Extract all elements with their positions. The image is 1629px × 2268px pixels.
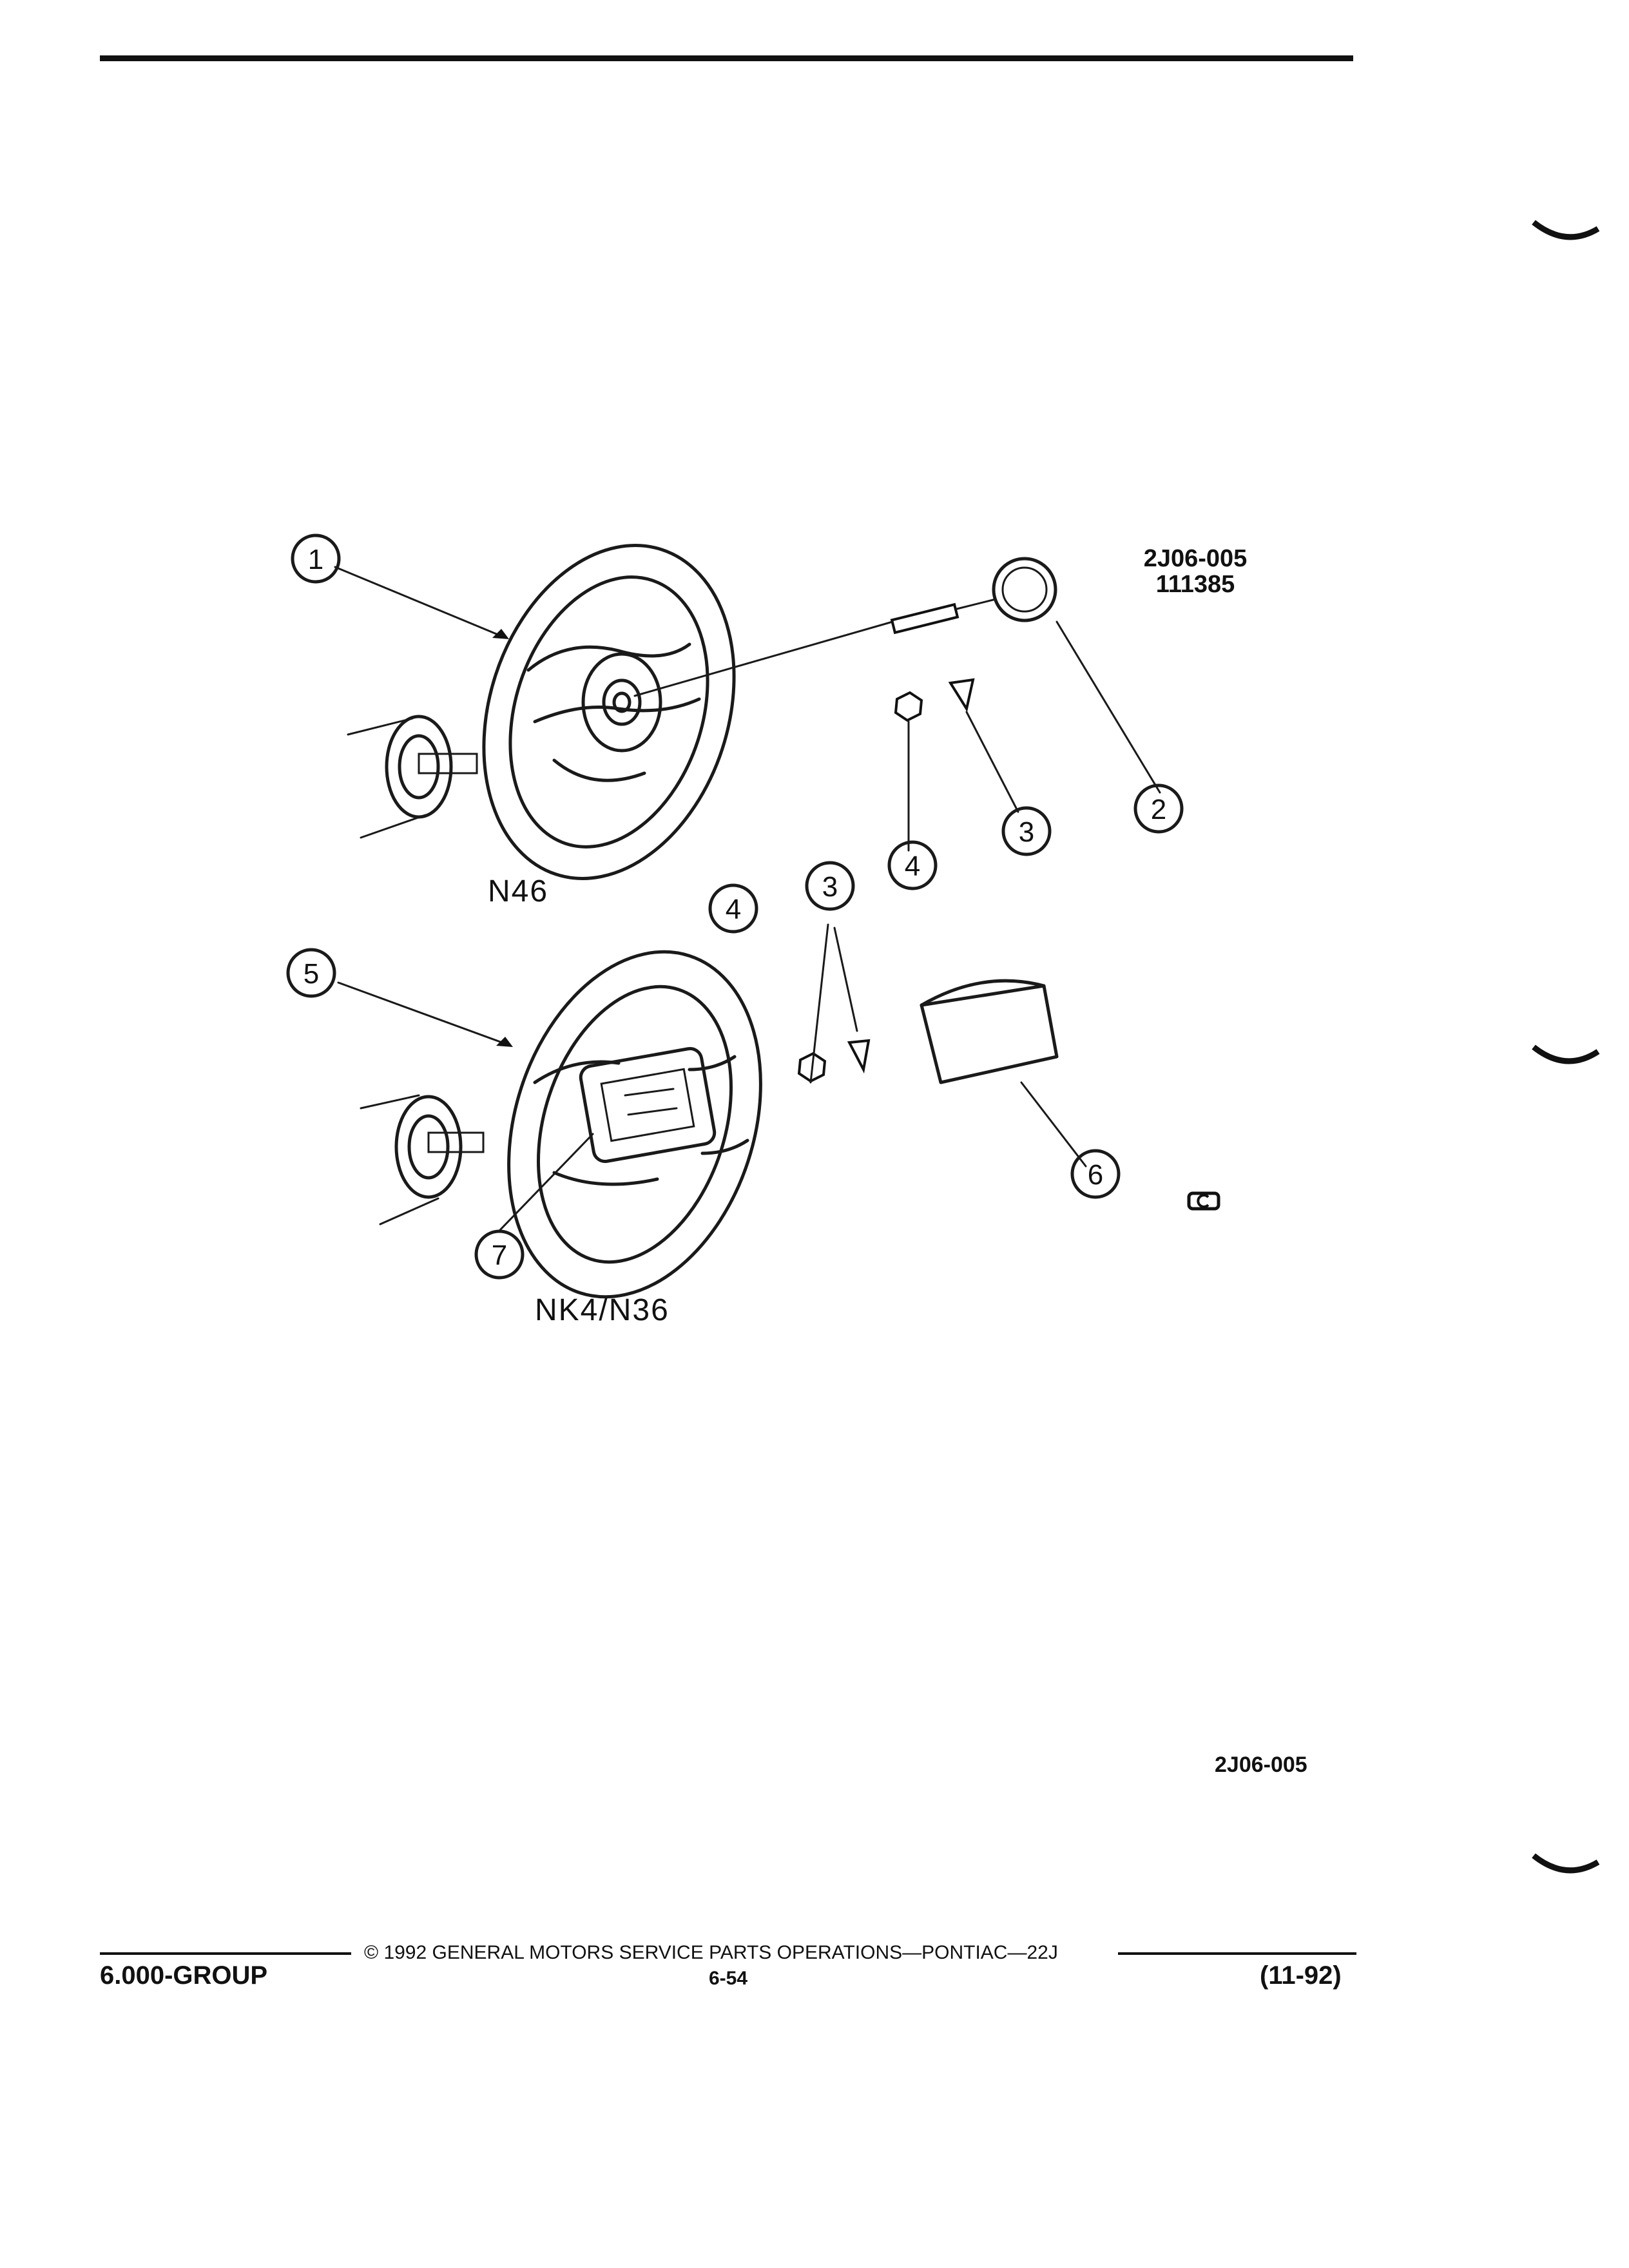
svg-text:4: 4 xyxy=(726,894,741,925)
callout-4-upper: 4 xyxy=(887,840,938,890)
footer-page-number: 6-54 xyxy=(709,1968,748,1989)
figure-code-upper-sub: 111385 xyxy=(1155,571,1235,598)
clip-upper xyxy=(948,678,975,713)
horn-wire-and-button xyxy=(633,557,1057,697)
svg-text:4: 4 xyxy=(905,850,920,882)
airbag-center-module xyxy=(579,1046,717,1164)
figure-code-upper: 2J06-005 xyxy=(1143,545,1248,572)
footer-revision-date: (11-92) xyxy=(1260,1961,1342,1990)
footer-group-code: 6.000-GROUP xyxy=(100,1961,268,1990)
gm-logo-mark xyxy=(1187,1191,1220,1211)
footer-rule-right xyxy=(1118,1952,1356,1955)
clip-lower xyxy=(847,1039,871,1074)
footer-copyright: © 1992 GENERAL MOTORS SERVICE PARTS OPER… xyxy=(364,1942,1058,1963)
leader-lines xyxy=(334,566,1161,1232)
svg-text:5: 5 xyxy=(304,958,319,990)
svg-text:2: 2 xyxy=(1151,794,1166,825)
binder-mark-top xyxy=(1532,220,1600,240)
variant-label-n46: N46 xyxy=(488,874,549,908)
callout-1: 1 xyxy=(291,533,341,584)
horn-pad xyxy=(920,979,1059,1084)
svg-text:7: 7 xyxy=(492,1240,507,1271)
callout-3-upper: 3 xyxy=(1001,806,1052,856)
variant-label-nk4-n36: NK4/N36 xyxy=(535,1293,670,1327)
callout-5: 5 xyxy=(286,948,336,998)
callout-4-lower: 4 xyxy=(708,883,758,934)
callout-3-lower: 3 xyxy=(805,861,855,911)
binder-mark-bottom xyxy=(1532,1853,1600,1874)
footer-rule-left xyxy=(100,1952,351,1955)
svg-text:3: 3 xyxy=(1019,816,1034,848)
steering-wheel-n46 xyxy=(482,544,736,880)
callout-6: 6 xyxy=(1070,1149,1121,1199)
header-rule xyxy=(100,55,1353,61)
svg-text:1: 1 xyxy=(308,544,323,575)
callout-7: 7 xyxy=(474,1229,525,1280)
binder-mark-middle xyxy=(1532,1044,1600,1064)
svg-text:6: 6 xyxy=(1088,1159,1103,1191)
nut-upper xyxy=(894,691,923,722)
steering-column-lower xyxy=(360,1094,485,1225)
callout-2: 2 xyxy=(1133,783,1184,834)
steering-column-n46 xyxy=(347,715,478,839)
figure-code-lower: 2J06-005 xyxy=(1215,1753,1307,1777)
svg-text:3: 3 xyxy=(822,871,838,903)
